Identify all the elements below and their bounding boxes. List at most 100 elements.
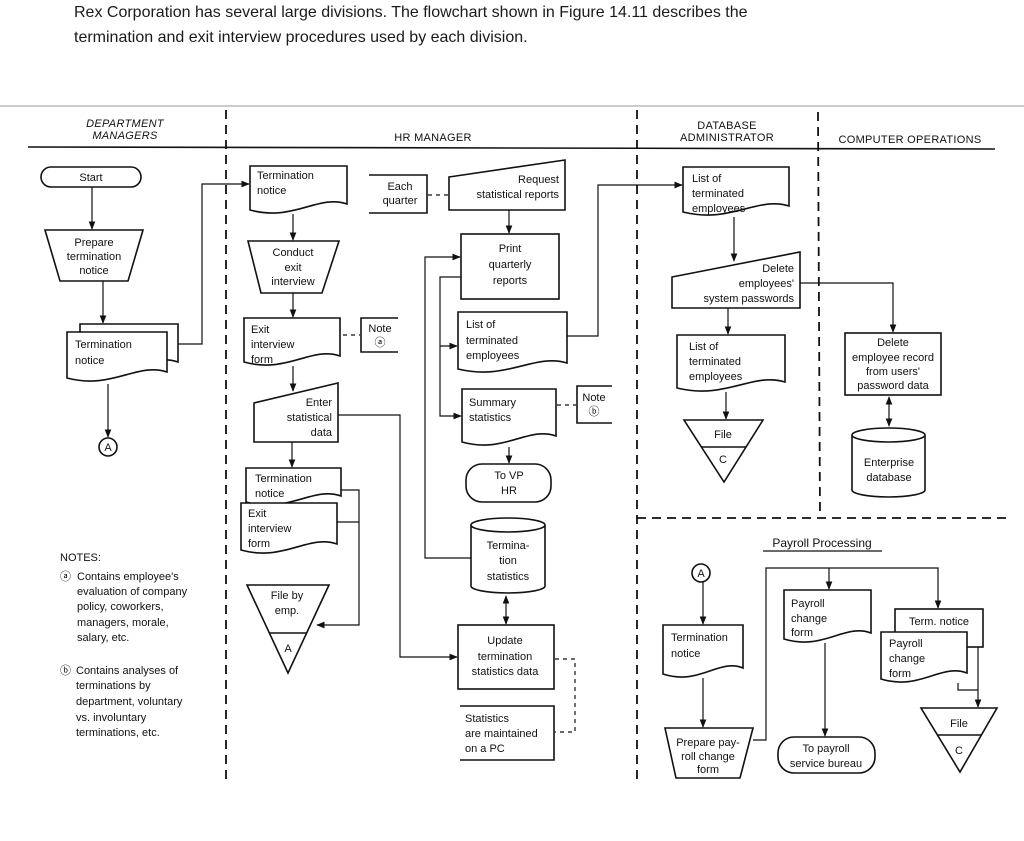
exit-form-label-2: interview bbox=[251, 339, 294, 351]
file-label-2: emp. bbox=[275, 605, 299, 617]
enter-label-1: Enter bbox=[306, 397, 333, 409]
payroll-connector-label: A bbox=[697, 568, 705, 580]
offpage-connector-a bbox=[98, 437, 118, 457]
payroll-file-c-storage bbox=[919, 707, 999, 774]
header-underline bbox=[27, 146, 996, 150]
payroll-form2-label-1: Payroll bbox=[889, 638, 923, 650]
record-label-1: Delete bbox=[877, 337, 909, 349]
payroll-change-form-document bbox=[783, 589, 872, 643]
payroll-form2-label-2: change bbox=[889, 653, 925, 665]
dba-file-order-label: C bbox=[719, 454, 727, 466]
payroll-file-label: File bbox=[950, 718, 968, 730]
summary-label-1: Summary bbox=[469, 397, 517, 409]
dba-list-label-2: terminated bbox=[692, 188, 744, 200]
lane-header-hr: HR MANAGER bbox=[394, 132, 472, 144]
dba-file-label: File bbox=[714, 429, 732, 441]
stack-notice-label-2: notice bbox=[255, 488, 284, 500]
note-b-annotation bbox=[576, 385, 612, 424]
arrow-prepare-term-notice bbox=[753, 567, 942, 741]
delete-system-passwords-input bbox=[671, 251, 801, 309]
start-terminal bbox=[40, 166, 142, 188]
print-label-1: Print bbox=[499, 243, 522, 255]
note-a-symbol: ⓐ bbox=[375, 336, 386, 349]
prepare-payroll-label-1: Prepare pay- bbox=[676, 737, 740, 749]
payroll-form-label-1: Payroll bbox=[791, 598, 825, 610]
each-quarter-annotation bbox=[369, 174, 428, 214]
summary-label-2: statistics bbox=[469, 412, 512, 424]
arrow-enter-update bbox=[338, 414, 458, 661]
exit-form-label-1: Exit bbox=[251, 324, 269, 336]
hr-notice-label-1: Termination bbox=[257, 170, 314, 182]
dba-list-label-3: employees bbox=[692, 203, 746, 215]
delete-employee-record-process bbox=[844, 332, 942, 396]
arrow-dept-to-hr bbox=[178, 180, 250, 345]
hr-notice-label-2: notice bbox=[257, 185, 286, 197]
pc-label-3: on a PC bbox=[465, 743, 505, 755]
note-b-line: department, voluntary bbox=[76, 696, 183, 708]
lane-header-dba-1: DATABASE bbox=[697, 120, 756, 132]
lane-header-dept-2: MANAGERS bbox=[92, 130, 158, 142]
note-a-line: evaluation of company bbox=[77, 586, 188, 598]
hr-list-label-2: terminated bbox=[466, 335, 518, 347]
note-a-line: managers, morale, bbox=[77, 617, 169, 629]
intro-line-2: termination and exit interview procedure… bbox=[74, 29, 528, 46]
print-quarterly-reports-process bbox=[460, 233, 560, 300]
note-a-annotation bbox=[360, 317, 398, 353]
payroll-connector-a bbox=[691, 563, 711, 583]
hr-list-label-1: List of bbox=[466, 319, 496, 331]
dba-list-label-1: List of bbox=[692, 173, 722, 185]
file-order-label: A bbox=[284, 643, 292, 655]
intro-line-1: Rex Corporation has several large divisi… bbox=[74, 4, 748, 21]
stack-exit-interview-form-document bbox=[240, 502, 338, 554]
payroll-file-order-label: C bbox=[955, 745, 963, 757]
exit-interview-form-document bbox=[243, 317, 341, 366]
prepare-payroll-label-2: roll change bbox=[681, 751, 735, 763]
stack-form-label-2: interview bbox=[248, 523, 291, 535]
request-statistical-reports-input bbox=[448, 159, 566, 211]
conduct-label-3: interview bbox=[271, 276, 314, 288]
delete-label-2: employees' bbox=[739, 278, 794, 290]
arrow-stack-file bbox=[316, 489, 360, 629]
lane-header-dept-1: DEPARTMENT bbox=[86, 118, 165, 130]
exit-form-label-3: form bbox=[251, 354, 273, 366]
bureau-label-1: To payroll bbox=[802, 743, 849, 755]
dba-list2-label-3: employees bbox=[689, 371, 743, 383]
termination-notice-document bbox=[66, 331, 168, 382]
hr-list-terminated-employees-document bbox=[457, 311, 568, 373]
hr-termination-notice-document bbox=[249, 165, 348, 214]
prepare-label-2: termination bbox=[67, 251, 121, 263]
to-payroll-service-bureau-terminal bbox=[777, 736, 876, 774]
note-a-line: policy, coworkers, bbox=[77, 601, 164, 613]
note-a-label: Note bbox=[368, 323, 391, 335]
file-by-employee-storage bbox=[245, 584, 331, 675]
connector-a-label: A bbox=[104, 442, 112, 454]
start-label: Start bbox=[79, 172, 102, 184]
note-b-line: Contains analyses of bbox=[76, 665, 179, 677]
prepare-payroll-change-form-step bbox=[664, 727, 755, 779]
stats-db-label-3: statistics bbox=[487, 571, 530, 583]
term-notice-label: Term. notice bbox=[909, 616, 969, 628]
flow-lines bbox=[88, 180, 982, 741]
payroll-form2-label-3: form bbox=[889, 668, 911, 680]
stack-notice-label-1: Termination bbox=[255, 473, 312, 485]
update-label-3: statistics data bbox=[472, 666, 540, 678]
delete-label-1: Delete bbox=[762, 263, 794, 275]
dept-notice-label-1: Termination bbox=[75, 339, 132, 351]
payroll-notice-label-1: Termination bbox=[671, 632, 728, 644]
to-vp-label-1: To VP bbox=[494, 470, 523, 482]
notes-title: NOTES: bbox=[60, 552, 101, 564]
each-quarter-label-2: quarter bbox=[383, 195, 418, 207]
stats-db-label-2: tion bbox=[499, 555, 517, 567]
print-label-2: quarterly bbox=[489, 259, 532, 271]
stack-form-label-3: form bbox=[248, 538, 270, 550]
note-a-mark: ⓐ bbox=[60, 570, 71, 583]
print-label-3: reports bbox=[493, 275, 528, 287]
note-b-symbol: ⓑ bbox=[589, 405, 600, 418]
file-label-1: File by bbox=[271, 590, 304, 602]
note-b-line: terminations, etc. bbox=[76, 727, 160, 739]
enterprise-db-label-1: Enterprise bbox=[864, 457, 914, 469]
pc-link bbox=[555, 658, 576, 733]
conduct-exit-interview-step bbox=[246, 240, 341, 294]
payroll-processing-title: Payroll Processing bbox=[772, 536, 871, 550]
dba-list2-label-1: List of bbox=[689, 341, 719, 353]
